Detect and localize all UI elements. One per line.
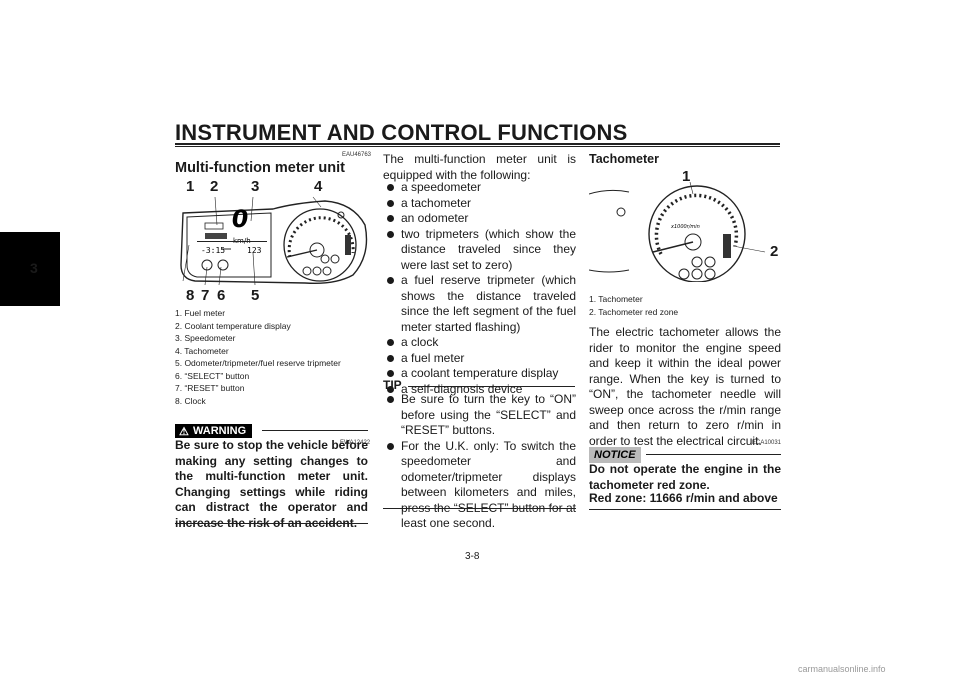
list-item: a tachometer [383,196,576,212]
caption-item: 8. Clock [175,395,206,406]
list-item: a clock [383,335,576,351]
tachometer-illustration: x1000r/min [589,182,766,282]
tacho-callout-1: 1 [682,168,691,185]
warning-badge: ⚠ WARNING [175,421,253,439]
caption-item: 2. Coolant temperature display [175,320,291,331]
watermark: carmanualsonline.info [798,664,886,674]
list-item: a self-diagnosis device [383,382,576,398]
list-item: two tripmeters (which show the distance … [383,227,576,274]
tacho-callout-2: 2 [770,243,779,260]
caption-item: 6. “SELECT” button [175,370,250,381]
chapter-number: 3 [30,260,38,276]
svg-text:-3:15: -3:15 [201,246,225,255]
notice-code: ECA10031 [752,440,782,446]
caption-item: 1. Fuel meter [175,308,226,318]
list-item: a fuel reserve tripmeter (which shows th… [383,273,576,335]
warning-label: WARNING [193,425,247,437]
caption-item: 1. Tachometer [589,294,643,304]
page-header-title: INSTRUMENT AND CONTROL FUNCTIONS [175,120,628,145]
list-item: an odometer [383,211,576,227]
callout-7: 7 [201,287,210,304]
chapter-tab [0,232,60,306]
tip-rule [408,386,575,387]
notice-end-rule [589,509,781,510]
section-code: EAU46763 [342,152,372,158]
intro-text: The multi-function meter unit is equippe… [383,152,576,182]
caption-item: 5. Odometer/tripmeter/fuel reserve tripm… [175,358,341,368]
callout-2: 2 [210,178,219,195]
warning-text: Be sure to stop the vehicle before makin… [175,438,368,530]
meter-unit-illustration: km/h 0 -3:15 123 [180,196,368,286]
header-rule-thin [175,146,780,147]
feature-list: a speedometer a tachometer an odometer t… [383,180,576,397]
notice-text: Do not operate the engine in the tachome… [589,462,781,492]
notice-rule [646,454,781,455]
callout-6: 6 [217,287,226,304]
warning-rule [262,430,368,431]
page-number: 3-8 [465,551,480,562]
notice-badge: NOTICE [589,445,641,463]
caption-item: 4. Tachometer [175,345,229,356]
list-item: a fuel meter [383,351,576,367]
tachometer-title: Tachometer [589,152,659,166]
notice-label: NOTICE [589,447,641,463]
list-item: a coolant temperature display [383,366,576,382]
svg-text:x1000r/min: x1000r/min [670,224,700,230]
right-caption-list: 1. Tachometer 2. Tachometer red zone [589,293,781,318]
notice-redzone: Red zone: 11666 r/min and above [589,491,778,505]
section-title: Multi-function meter unit [175,160,345,176]
tip-end-rule [383,508,576,509]
warning-icon: ⚠ [179,426,189,438]
warning-code: EWA12422 [340,440,371,446]
caption-item: 7. “RESET” button [175,383,245,393]
callout-4: 4 [314,178,323,195]
callout-3: 3 [251,178,260,195]
svg-text:123: 123 [247,246,262,255]
callout-8: 8 [186,287,195,304]
callout-1: 1 [186,178,195,195]
tachometer-body: The electric tachometer allows the rider… [589,325,781,448]
list-item: a speedometer [383,180,576,196]
header-rule [175,143,780,145]
callout-5: 5 [251,287,260,304]
tip-label: TIP [383,378,402,392]
list-item: Be sure to turn the key to “ON” before u… [383,392,576,439]
tip-list: Be sure to turn the key to “ON” before u… [383,392,576,532]
left-caption-list: 1. Fuel meter 2. Coolant temperature dis… [175,307,375,407]
caption-item: 3. Speedometer [175,333,236,343]
caption-item: 2. Tachometer red zone [589,306,679,317]
svg-text:0: 0 [230,205,251,233]
warning-end-rule [175,523,368,524]
list-item: For the U.K. only: To switch the speedom… [383,439,576,532]
